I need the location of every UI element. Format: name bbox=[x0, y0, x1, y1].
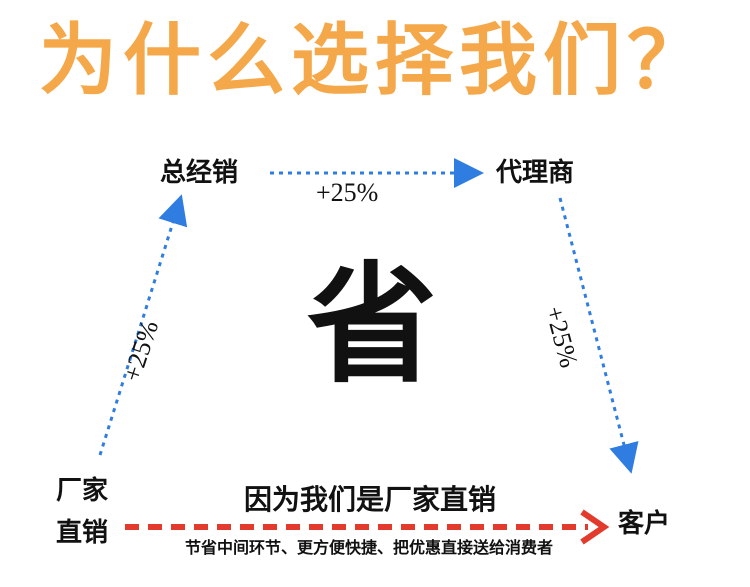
node-customer: 客户 bbox=[618, 509, 671, 539]
arrow-factory-to-customer-head bbox=[580, 509, 610, 545]
reason-text: 因为我们是厂家直销 bbox=[243, 483, 496, 516]
node-agent: 代理商 bbox=[496, 158, 575, 188]
node-factory-line2: 直销 bbox=[56, 518, 109, 548]
arrow-agent-to-customer bbox=[558, 197, 639, 474]
node-factory-line1: 厂家 bbox=[56, 476, 109, 506]
markup-top: +25% bbox=[316, 178, 379, 207]
node-general-distributor: 总经销 bbox=[160, 158, 239, 188]
save-character: 省 bbox=[306, 249, 437, 401]
page-title: 为什么选择我们？ bbox=[38, 16, 711, 106]
detail-text: 节省中间环节、更方便快捷、把优惠直接送给消费者 bbox=[184, 538, 553, 557]
